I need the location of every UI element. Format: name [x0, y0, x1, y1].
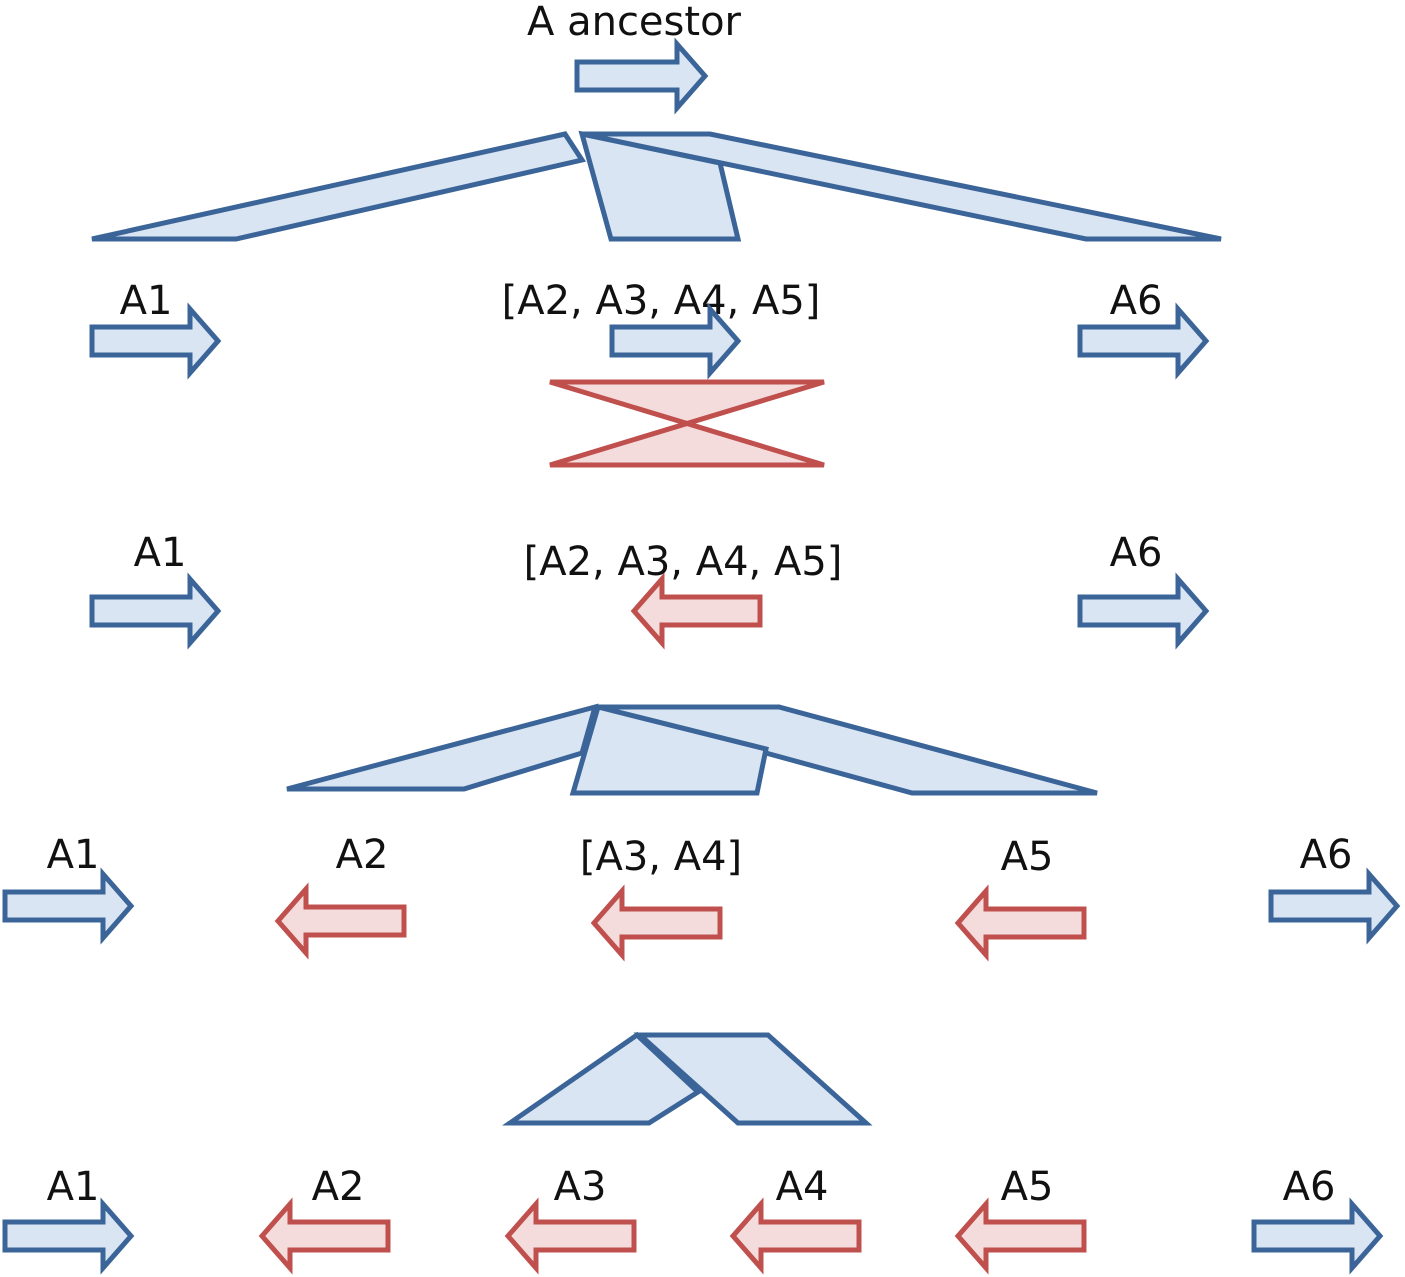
arrow-r4-a2-reverse — [258, 1197, 391, 1275]
label-r3-a1: A1 — [47, 832, 100, 878]
label-r1-middle: [A2, A3, A4, A5] — [502, 278, 821, 324]
arrow-r2-a6 — [1077, 572, 1210, 650]
label-r4-a3: A3 — [554, 1164, 607, 1210]
label-r2-a1: A1 — [134, 530, 187, 576]
arrow-r1-middle — [609, 302, 742, 380]
connector-middle — [578, 130, 742, 242]
expansion-connector-3 — [502, 1031, 873, 1126]
connector-left — [91, 131, 587, 242]
arrow-r1-a1 — [89, 302, 222, 380]
label-r3-a2: A2 — [336, 832, 389, 878]
label-r3-a5: A5 — [1001, 834, 1054, 880]
arrow-r4-a4-reverse — [729, 1197, 862, 1275]
arrow-r3-a5-reverse — [954, 884, 1087, 962]
arrow-r4-a5-reverse — [954, 1197, 1087, 1275]
arrow-r2-a1 — [89, 572, 222, 650]
expansion-connector-2 — [286, 703, 1098, 796]
arrow-ancestor-forward — [574, 37, 709, 115]
block-arrow-shape — [2, 1197, 135, 1275]
label-r4-a6: A6 — [1283, 1164, 1336, 1210]
label-r4-a2: A2 — [312, 1164, 365, 1210]
connector-left — [502, 1031, 703, 1126]
block-arrow-shape — [574, 37, 709, 115]
label-r1-a6: A6 — [1110, 278, 1163, 324]
arrow-r4-a6 — [1251, 1197, 1384, 1275]
block-arrow-shape — [729, 1197, 862, 1275]
block-arrow-shape — [954, 884, 1087, 962]
label-r4-a1: A1 — [47, 1164, 100, 1210]
label-r2-a6: A6 — [1110, 530, 1163, 576]
arrow-r3-middle-reverse — [590, 884, 723, 962]
block-arrow-shape — [89, 302, 222, 380]
connector-middle — [569, 703, 769, 796]
arrow-r4-a3-reverse — [504, 1197, 637, 1275]
block-arrow-shape — [504, 1197, 637, 1275]
block-arrow-shape — [630, 572, 763, 650]
block-arrow-shape — [1077, 572, 1210, 650]
block-arrow-shape — [1268, 867, 1401, 945]
block-arrow-shape — [274, 882, 407, 960]
block-arrow-shape — [590, 884, 723, 962]
arrow-r4-a1 — [2, 1197, 135, 1275]
block-arrow-shape — [2, 867, 135, 945]
block-arrow-shape — [1077, 302, 1210, 380]
connector-right — [597, 704, 1098, 796]
arrow-r2-middle-reverse — [630, 572, 763, 650]
label-r4-a4: A4 — [776, 1164, 829, 1210]
arrow-r3-a2-reverse — [274, 882, 407, 960]
inversion-symbol — [549, 379, 825, 468]
block-arrow-shape — [1251, 1197, 1384, 1275]
block-arrow-shape — [609, 302, 742, 380]
label-r2-middle: [A2, A3, A4, A5] — [524, 539, 843, 585]
block-arrow-shape — [954, 1197, 1087, 1275]
arrow-r3-a1 — [2, 867, 135, 945]
inversion-cross — [549, 379, 825, 468]
block-arrow-shape — [89, 572, 222, 650]
connector-left — [286, 703, 599, 792]
label-r3-a6: A6 — [1300, 832, 1353, 878]
connector-right — [581, 131, 1222, 242]
label-ancestor: A ancestor — [527, 0, 742, 45]
block-arrow-shape — [258, 1197, 391, 1275]
label-r1-a1: A1 — [120, 278, 173, 324]
connector-right — [633, 1032, 873, 1126]
label-r4-a5: A5 — [1001, 1164, 1054, 1210]
arrow-r1-a6 — [1077, 302, 1210, 380]
expansion-connector-1 — [91, 130, 1222, 242]
arrow-r3-a6 — [1268, 867, 1401, 945]
label-r3-middle: [A3, A4] — [580, 834, 742, 880]
